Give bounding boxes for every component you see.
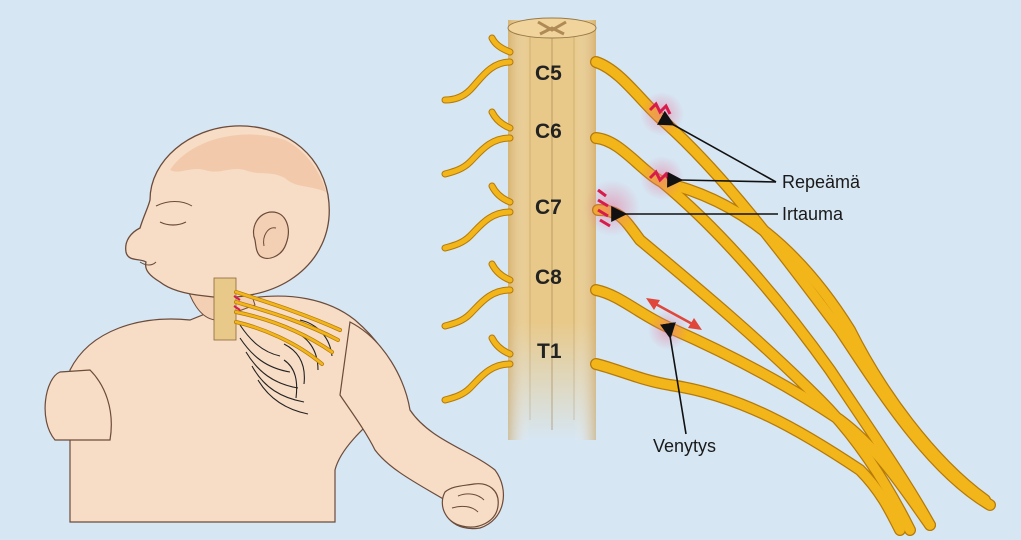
baby-hand — [442, 484, 498, 527]
segment-label-c7: C7 — [535, 196, 562, 219]
callout-rupture-upper — [672, 124, 776, 182]
baby-figure — [45, 126, 503, 529]
segment-label-c5: C5 — [535, 62, 562, 85]
segment-label-t1: T1 — [537, 340, 562, 363]
label-rupture: Repeämä — [782, 172, 861, 192]
segment-label-c6: C6 — [535, 120, 562, 143]
label-stretch: Venytys — [653, 436, 716, 456]
left-rootlets — [445, 38, 510, 400]
callout-rupture-lower — [680, 180, 776, 182]
segment-label-c8: C8 — [535, 266, 562, 289]
label-avulsion: Irtauma — [782, 204, 844, 224]
